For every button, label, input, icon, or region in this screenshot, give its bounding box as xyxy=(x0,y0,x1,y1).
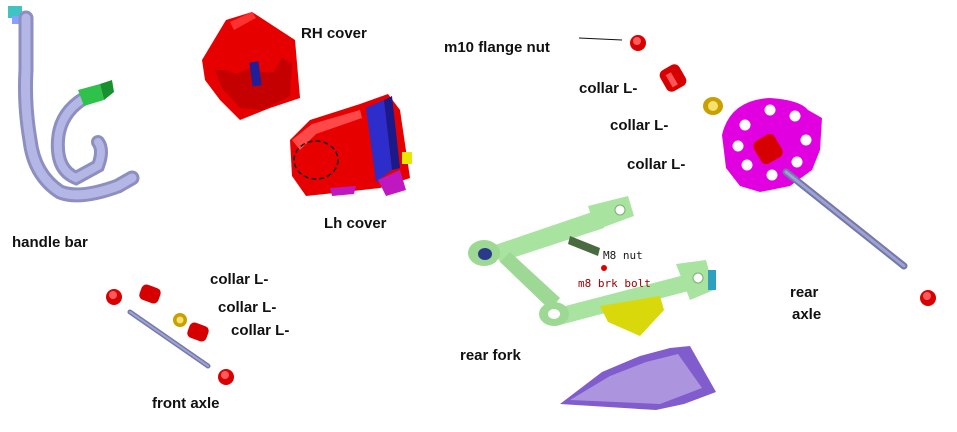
m8-brk-bolt-label: m8 brk bolt xyxy=(578,277,651,290)
m8-brk-bolt-part xyxy=(601,265,607,271)
lh-cover-part xyxy=(290,94,412,196)
lh-cover-label: Lh cover xyxy=(324,215,387,232)
rear-collar-label-1: collar L- xyxy=(579,80,638,97)
handle-bar-label: handle bar xyxy=(12,234,88,251)
front-collar-1-part xyxy=(106,289,122,305)
sprocket-disc-part xyxy=(722,98,822,192)
m10-flange-nut-part xyxy=(630,35,646,51)
front-collar-label-2: collar L- xyxy=(218,299,277,316)
rear-collar-1-part xyxy=(659,64,687,92)
m8-nut-label: M8 nut xyxy=(603,249,643,262)
rh-cover-part xyxy=(202,12,300,120)
rear-fork-brake-bracket xyxy=(600,296,664,336)
rear-collar-label-3: collar L- xyxy=(627,156,686,173)
handle-bar-end-cap xyxy=(8,6,22,18)
front-collar-label-1: collar L- xyxy=(210,271,269,288)
handle-bar-clamp xyxy=(78,84,104,106)
rh-cover-slot xyxy=(249,61,262,87)
m10-leader-line xyxy=(578,37,623,41)
front-collar-4-part xyxy=(187,322,209,342)
front-collar-2-part xyxy=(139,284,161,304)
m10-flange-nut-label: m10 flange nut xyxy=(444,39,550,56)
lh-cover-blue-bracket xyxy=(366,100,392,182)
sprocket-hub-collar xyxy=(753,133,783,165)
rear-collar-2-part xyxy=(703,97,723,115)
front-axle-rod-part xyxy=(127,309,234,385)
purple-sheet-part xyxy=(560,346,716,410)
rear-collar-label-2: collar L- xyxy=(610,117,669,134)
handle-bar-part xyxy=(8,6,140,203)
rear-axle-label-line2: axle xyxy=(792,306,822,323)
rear-fork-part xyxy=(468,196,716,336)
rear-axle-rod-part xyxy=(782,168,936,306)
rh-cover-label: RH cover xyxy=(301,25,367,42)
rear-axle-label-line1: rear xyxy=(790,284,819,301)
rear-fork-label: rear fork xyxy=(460,347,521,364)
lh-cover-hole-outline xyxy=(293,140,339,180)
front-collar-3-part xyxy=(173,313,187,327)
front-axle-label: front axle xyxy=(152,395,220,412)
front-collar-label-3: collar L- xyxy=(231,322,290,339)
